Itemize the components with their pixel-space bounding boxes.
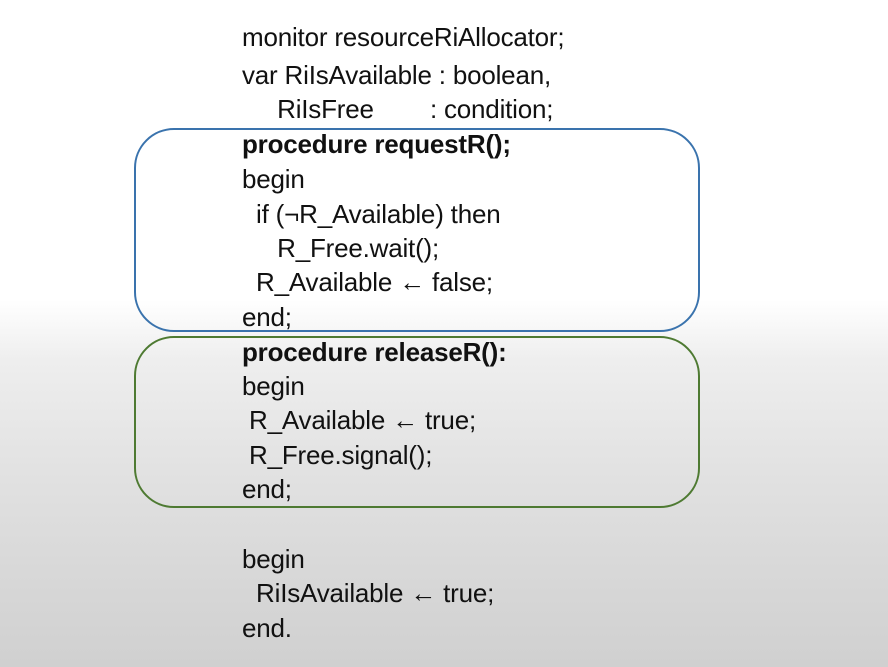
code-line-var-declaration: var RiIsAvailable : boolean, xyxy=(242,60,551,90)
code-line-release-end: end; xyxy=(242,474,292,504)
code-line-procedure-request: procedure requestR(); xyxy=(242,129,511,159)
code-line-request-if: if (¬R_Available) then xyxy=(242,199,501,229)
code-line-release-assign: R_Available ← true; xyxy=(242,405,476,435)
code-line-request-assign: R_Available ← false; xyxy=(242,267,493,297)
code-line-monitor-declaration: monitor resourceRiAllocator; xyxy=(242,22,565,52)
code-line-request-end: end; xyxy=(242,302,292,332)
code-line-release-signal: R_Free.signal(); xyxy=(242,440,433,470)
code-line-init-end: end. xyxy=(242,613,292,643)
code-line-request-begin: begin xyxy=(242,164,305,194)
release-procedure-box xyxy=(134,336,700,508)
code-line-condition-declaration: RiIsFree : condition; xyxy=(242,94,554,124)
code-line-release-begin: begin xyxy=(242,371,305,401)
request-procedure-box xyxy=(134,128,700,332)
code-line-init-begin: begin xyxy=(242,544,305,574)
code-line-request-wait: R_Free.wait(); xyxy=(242,233,440,263)
code-line-procedure-release: procedure releaseR(): xyxy=(242,337,507,367)
code-line-init-assign: RiIsAvailable ← true; xyxy=(242,578,495,608)
